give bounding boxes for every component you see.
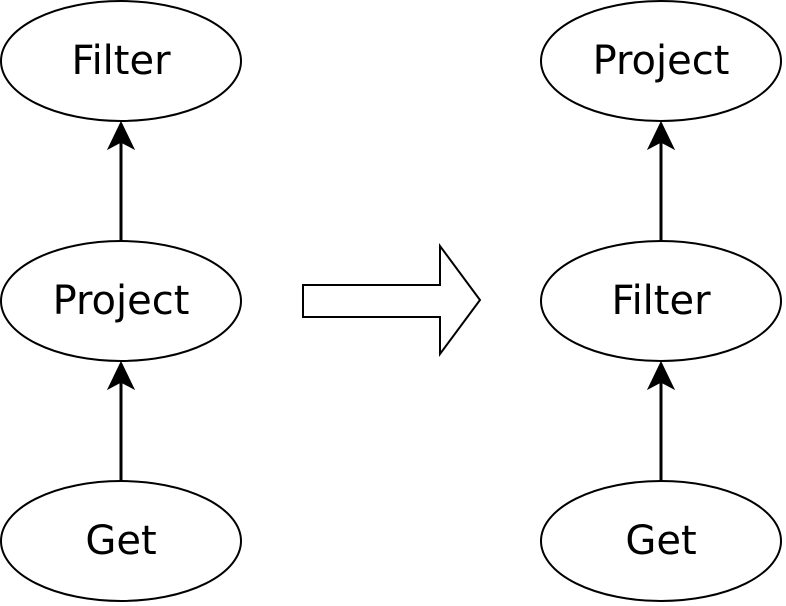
before-node-filter-label: Filter bbox=[71, 38, 171, 84]
right-arrow-icon bbox=[302, 242, 482, 358]
before-node-get-label: Get bbox=[85, 518, 156, 564]
before-node-filter: Filter bbox=[0, 0, 242, 122]
after-node-get-label: Get bbox=[625, 518, 696, 564]
after-node-get: Get bbox=[540, 480, 782, 602]
after-edge-get-to-filter bbox=[646, 360, 676, 482]
before-node-project-label: Project bbox=[53, 278, 190, 324]
before-node-get: Get bbox=[0, 480, 242, 602]
after-tree: Project Filter Get bbox=[540, 0, 782, 602]
after-node-project-label: Project bbox=[593, 38, 730, 84]
after-node-filter-label: Filter bbox=[611, 278, 711, 324]
before-edge-get-to-project bbox=[106, 360, 136, 482]
before-tree: Filter Project Get bbox=[0, 0, 242, 602]
before-edge-project-to-filter bbox=[106, 120, 136, 242]
before-node-project: Project bbox=[0, 240, 242, 362]
after-node-project: Project bbox=[540, 0, 782, 122]
after-node-filter: Filter bbox=[540, 240, 782, 362]
after-edge-filter-to-project bbox=[646, 120, 676, 242]
